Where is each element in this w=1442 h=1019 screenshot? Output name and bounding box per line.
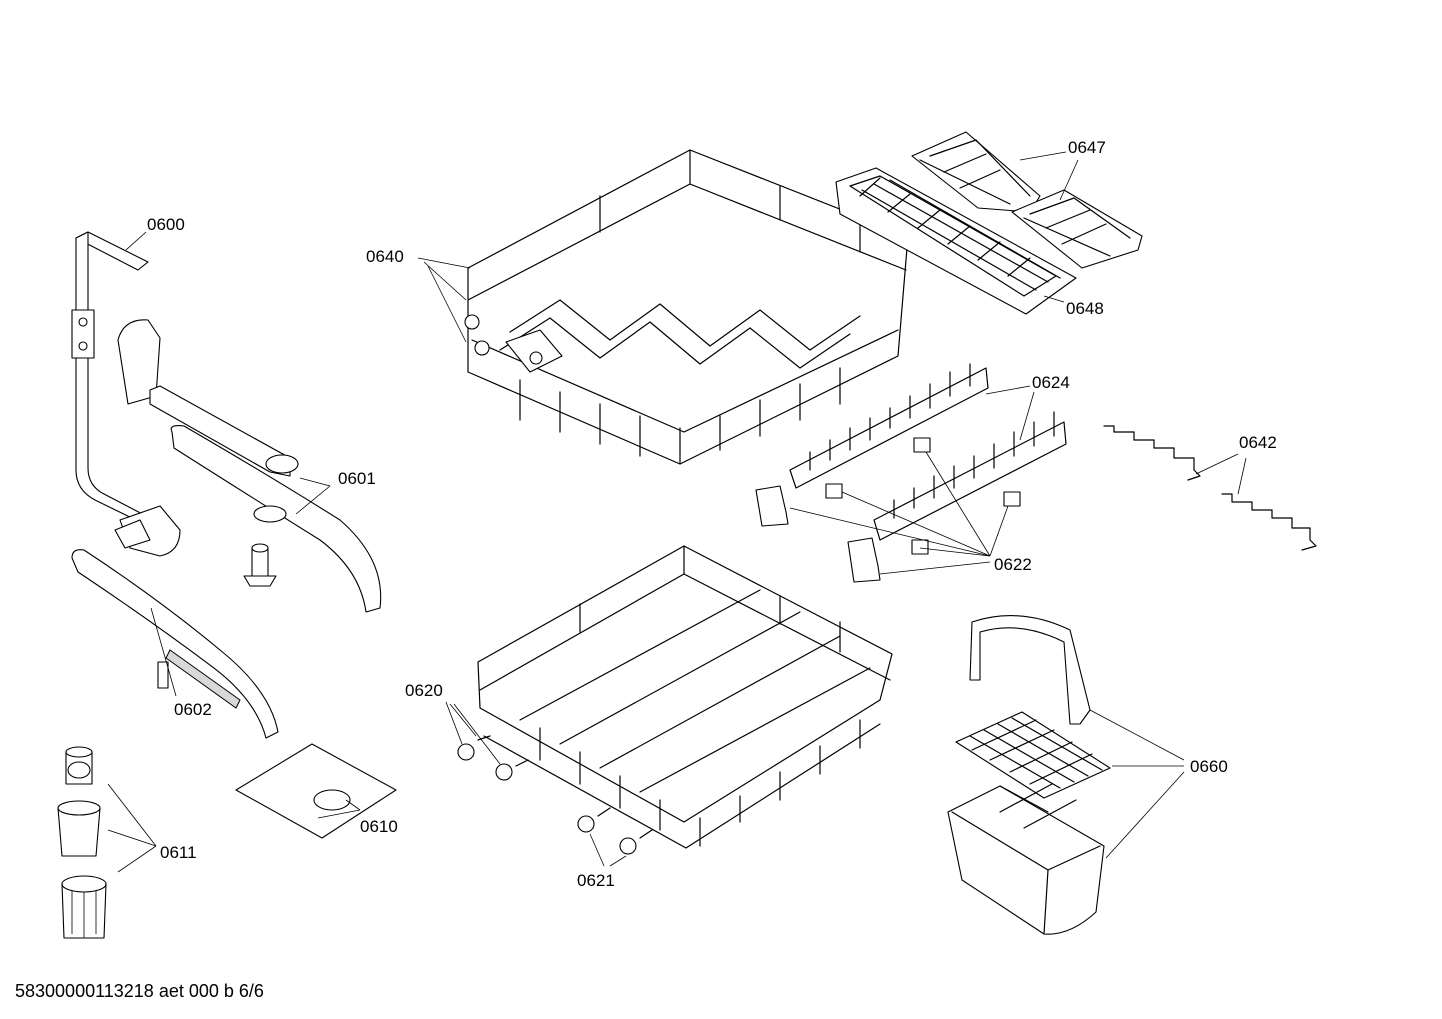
callout-labels: 0600 0601 0602 0610 0611 0620 0621 0622 … <box>147 138 1277 890</box>
callout-0602: 0602 <box>174 700 212 719</box>
leader-lines <box>107 151 1247 873</box>
part-0648-cutlery-tray <box>835 167 1077 315</box>
callout-0622: 0622 <box>994 555 1032 574</box>
part-0640-upper-basket <box>464 149 909 465</box>
part-0621-wheels <box>577 807 653 855</box>
part-0642-step-racks <box>1103 425 1317 551</box>
part-0622-clips <box>755 437 1021 583</box>
part-0624-tine-rows <box>789 363 1067 541</box>
callout-0621: 0621 <box>577 871 615 890</box>
part-0601-upper-arm-assembly <box>117 319 382 613</box>
callout-0600: 0600 <box>147 215 185 234</box>
callout-0611: 0611 <box>160 843 197 862</box>
part-0611-filter-set <box>57 746 107 939</box>
callout-0648: 0648 <box>1066 299 1104 318</box>
callout-0620: 0620 <box>405 681 443 700</box>
part-0602-lower-spray-arm <box>71 549 279 739</box>
part-0600-spray-pipe <box>71 231 181 557</box>
part-0647-fold-down-racks <box>911 131 1143 269</box>
callout-0610: 0610 <box>360 817 398 836</box>
callout-0660: 0660 <box>1190 757 1228 776</box>
callout-0640: 0640 <box>366 247 404 266</box>
callout-0642: 0642 <box>1239 433 1277 452</box>
part-0660-cutlery-basket <box>947 615 1111 935</box>
part-0620-lower-basket <box>457 545 893 849</box>
callout-0601: 0601 <box>338 469 376 488</box>
part-0610-cover-plate <box>235 743 397 839</box>
callout-0647: 0647 <box>1068 138 1106 157</box>
callout-0624: 0624 <box>1032 373 1070 392</box>
document-footer: 58300000113218 aet 000 b 6/6 <box>15 981 264 1001</box>
